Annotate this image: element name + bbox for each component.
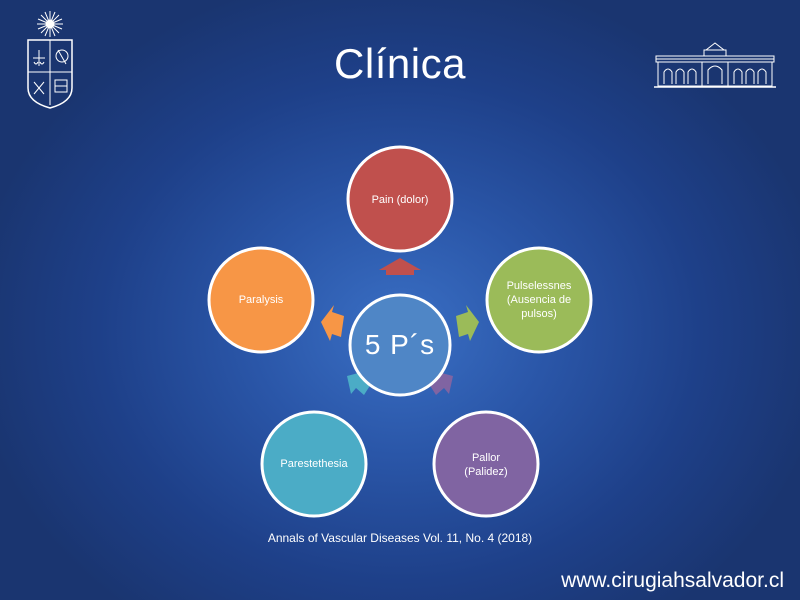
arrow-to-pain (379, 258, 421, 275)
node-label-pulselessness: Pulselessnes (Ausencia de pulsos) (506, 280, 572, 320)
node-label-pallor: Pallor (Palidez) (464, 452, 508, 478)
node-label-paralysis: Paralysis (238, 294, 284, 306)
arrow-to-pallor (429, 371, 453, 395)
arrow-to-paresthesia (347, 371, 371, 395)
citation-text: Annals of Vascular Diseases Vol. 11, No.… (267, 531, 533, 545)
node-circle-paralysis (207, 246, 315, 354)
arrow-to-paralysis (321, 305, 344, 341)
hospital-building-icon (654, 42, 776, 88)
node-circle-paresthesia (260, 410, 368, 518)
center-circle (348, 293, 452, 397)
node-circle-pulselessness (485, 246, 593, 354)
slide-title: Clínica (334, 40, 466, 87)
university-crest-icon (27, 11, 73, 109)
node-label-paresthesia: Parestethesia (280, 458, 348, 470)
website-url: www.cirugiahsalvador.cl (561, 569, 784, 592)
node-label-pain: Pain (dolor) (371, 194, 429, 206)
node-circle-pain (346, 145, 454, 253)
center-label: 5 P´s (364, 329, 436, 360)
node-circle-pallor (432, 410, 540, 518)
arrow-to-pulselessness (456, 305, 479, 341)
